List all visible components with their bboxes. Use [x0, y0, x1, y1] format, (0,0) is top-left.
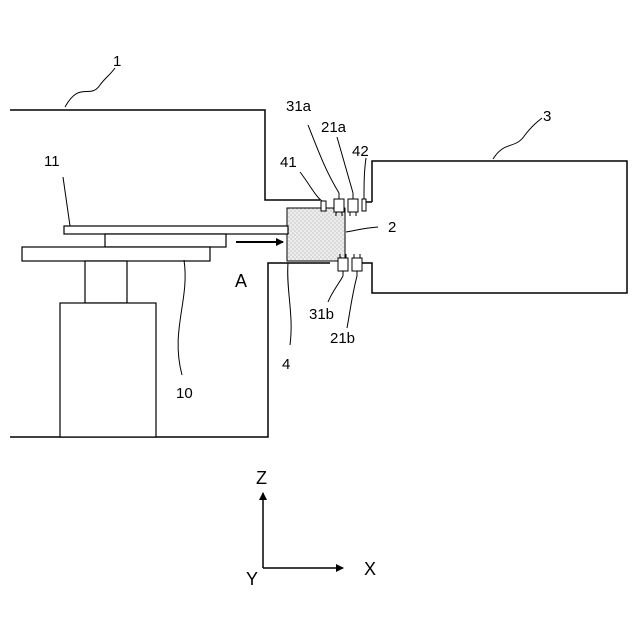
label-direction-a: A [235, 271, 247, 291]
axis-label-x: X [364, 559, 376, 579]
label-chamber-3: 3 [543, 108, 551, 125]
label-arm-11: 11 [44, 153, 60, 170]
label-stage-10: 10 [176, 385, 193, 402]
sensor-21a [348, 193, 358, 216]
leader-41 [300, 172, 322, 201]
label-sensor-21a: 21a [321, 119, 347, 136]
label-sensor-41: 41 [280, 154, 297, 171]
leader-21a [337, 137, 353, 193]
leader-31b [328, 276, 343, 302]
label-sensor-21b: 21b [330, 330, 355, 347]
leader-21b [347, 276, 357, 328]
leader-2 [346, 227, 378, 232]
arm-11-plate [64, 226, 288, 234]
label-chamber-1: 1 [113, 53, 121, 70]
chamber-3-outline [362, 161, 627, 293]
arm-11-block [105, 234, 226, 247]
stage-10-base [60, 303, 156, 437]
axis-indicator: Z X Y [246, 468, 376, 589]
leader-42 [364, 158, 366, 199]
leader-3 [493, 118, 542, 159]
label-port-4: 4 [282, 356, 290, 373]
stage-10-column [85, 261, 127, 303]
leader-10 [178, 260, 185, 375]
sensor-21b [352, 254, 362, 276]
label-sensor-42: 42 [352, 143, 369, 160]
sensor-42 [362, 199, 366, 211]
label-sensor-31b: 31b [309, 306, 334, 323]
leader-1 [65, 68, 115, 107]
axis-label-y: Y [246, 569, 258, 589]
label-sensor-31a: 31a [286, 98, 312, 115]
axis-label-z: Z [256, 468, 267, 488]
label-gate-2: 2 [388, 219, 396, 236]
leader-4 [288, 263, 291, 345]
sensor-41 [321, 201, 326, 211]
stage-10-plate [22, 247, 210, 261]
leader-11 [63, 177, 70, 226]
